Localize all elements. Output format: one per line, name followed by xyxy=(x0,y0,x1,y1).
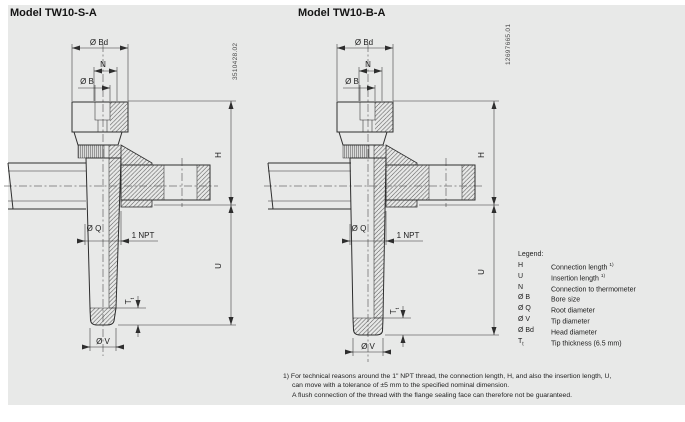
left-dim-root-diameter: Ø Q 1 NPT xyxy=(77,211,158,245)
svg-text:Ø B: Ø B xyxy=(345,77,359,86)
svg-text:Ø Q: Ø Q xyxy=(87,224,102,233)
legend-item: Ø Bd Head diameter xyxy=(518,326,597,337)
left-thermowell-head xyxy=(71,101,129,159)
svg-text:Ø Bd: Ø Bd xyxy=(90,38,108,47)
left-dim-connection: N xyxy=(93,60,118,101)
right-dim-insertion-length: U xyxy=(385,205,499,336)
left-dim-bore: Ø B xyxy=(78,77,111,101)
svg-text:H: H xyxy=(477,152,486,158)
footnote-line: A flush connection of the thread with th… xyxy=(292,391,572,399)
right-centerlines xyxy=(264,44,482,362)
right-dim-head-diameter: Ø Bd xyxy=(336,38,394,101)
right-thermowell-shank xyxy=(349,145,387,336)
svg-text:Tt: Tt xyxy=(389,307,401,314)
svg-text:N: N xyxy=(100,60,106,69)
footnote-line: 1) For technical reasons around the 1" N… xyxy=(283,373,612,380)
left-dim-connection-length: H xyxy=(128,100,236,206)
svg-text:Tt: Tt xyxy=(124,297,136,304)
legend: Legend: H Connection length 1) U Inserti… xyxy=(518,251,683,348)
right-npt-label: 1 NPT xyxy=(397,231,420,240)
legend-item: N Connection to thermometer xyxy=(518,283,636,293)
left-dim-tip-thickness: Tt xyxy=(109,296,146,337)
legend-item: U Insertion length 1) xyxy=(518,272,606,283)
legend-title: Legend: xyxy=(518,251,544,258)
left-drawing-title: Model TW10-S-A xyxy=(10,7,97,19)
right-thermowell-head xyxy=(336,101,394,159)
tw10-s-a-diagram: Ø Bd N Ø B H xyxy=(4,38,236,356)
right-process-pipe xyxy=(267,162,351,210)
legend-item: Tt Tip thickness (6.5 mm) xyxy=(518,337,622,347)
right-npt-thread xyxy=(342,144,370,159)
right-drawing-title: Model TW10-B-A xyxy=(298,7,386,19)
left-thermowell-shank xyxy=(85,145,122,326)
svg-text:Ø B: Ø B xyxy=(80,77,94,86)
left-npt-label: 1 NPT xyxy=(132,231,155,240)
tw10-b-a-diagram: Ø Bd N Ø B H xyxy=(264,38,499,362)
svg-text:H: H xyxy=(214,152,223,158)
svg-text:Ø Bd: Ø Bd xyxy=(355,38,373,47)
right-dim-connection-length: H xyxy=(393,100,499,206)
svg-text:N: N xyxy=(365,60,371,69)
legend-item: Ø B Bore size xyxy=(518,294,581,304)
right-dim-root-diameter: Ø Q 1 NPT xyxy=(342,211,423,245)
svg-text:U: U xyxy=(477,269,486,275)
right-dim-connection: N xyxy=(358,60,383,101)
svg-text:Ø V: Ø V xyxy=(96,337,110,346)
right-dim-bore: Ø B xyxy=(343,77,376,101)
svg-text:U: U xyxy=(214,263,223,269)
legend-item: Ø V Tip diameter xyxy=(518,315,590,326)
left-npt-thread xyxy=(77,144,105,159)
svg-text:Ø Q: Ø Q xyxy=(352,224,367,233)
right-dim-tip-thickness: Tt xyxy=(374,306,411,347)
right-flange xyxy=(385,144,476,208)
legend-item: H Connection length 1) xyxy=(518,262,614,272)
footnote: 1) For technical reasons around the 1" N… xyxy=(283,372,683,400)
left-dim-insertion-length: U xyxy=(118,205,236,326)
legend-item: Ø Q Root diameter xyxy=(518,305,595,315)
svg-text:Ø V: Ø V xyxy=(361,342,375,351)
right-dim-tip-diameter: Ø V xyxy=(345,338,391,356)
left-dim-tip-diameter: Ø V xyxy=(82,328,124,351)
footnote-line: can move with a tolerance of ±5 mm to th… xyxy=(292,382,510,390)
left-process-pipe xyxy=(7,162,86,210)
left-flange xyxy=(120,144,211,208)
left-dim-head-diameter: Ø Bd xyxy=(71,38,129,101)
